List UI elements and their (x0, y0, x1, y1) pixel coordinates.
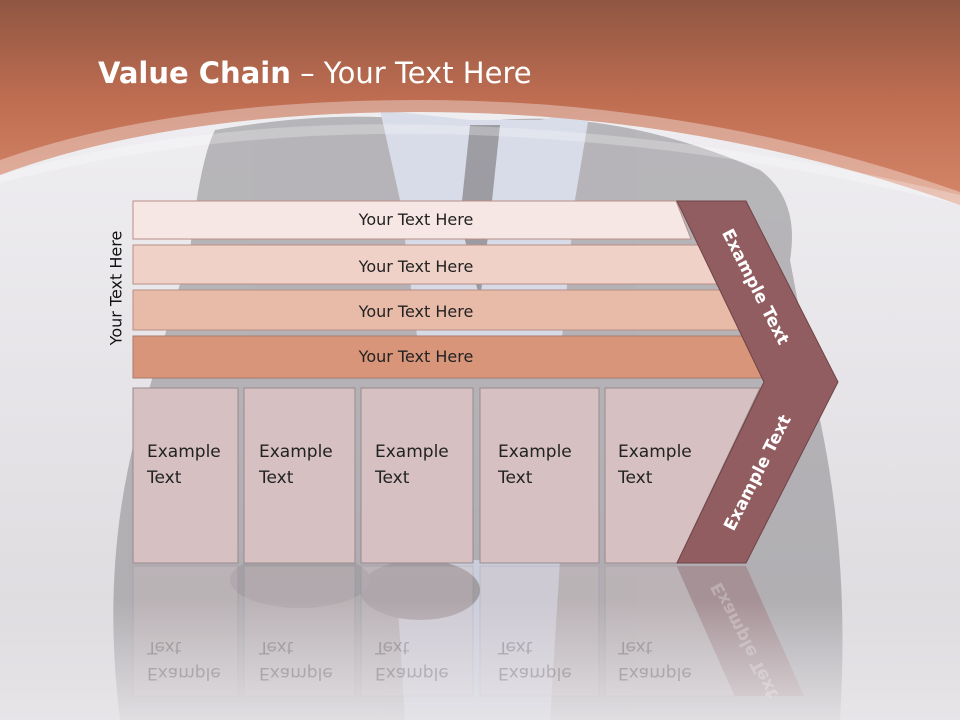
cell-5-reflection: Example Text (618, 637, 692, 683)
cell-4 (479, 387, 600, 564)
cell-2-label: Example Text (259, 442, 333, 488)
cell-3-reflection: Example Text (375, 637, 449, 683)
cell-1-label: Example Text (147, 442, 221, 488)
cell-4-label: Example Text (498, 442, 572, 488)
side-label: Your Text Here (106, 230, 126, 346)
cell-2-reflection: Example Text (259, 637, 333, 683)
title-bold: Value Chain (98, 56, 291, 90)
header-band (0, 0, 960, 205)
title-rest: – Your Text Here (290, 56, 532, 90)
cell-2 (243, 387, 356, 564)
band-4-label: Your Text Here (358, 346, 474, 366)
cell-1 (132, 387, 239, 564)
cell-3 (360, 387, 474, 564)
band-3-label: Your Text Here (358, 301, 474, 321)
cell-3-label: Example Text (375, 442, 449, 488)
band-1-label: Your Text Here (358, 209, 474, 229)
page-title: Value Chain – Your Text Here (98, 56, 532, 90)
cell-5-label: Example Text (618, 442, 692, 488)
band-2-label: Your Text Here (358, 256, 474, 276)
cell-4-reflection: Example Text (498, 637, 572, 683)
band-1 (132, 200, 692, 240)
cell-1-reflection: Example Text (147, 637, 221, 683)
chevron-arrow (676, 200, 839, 564)
